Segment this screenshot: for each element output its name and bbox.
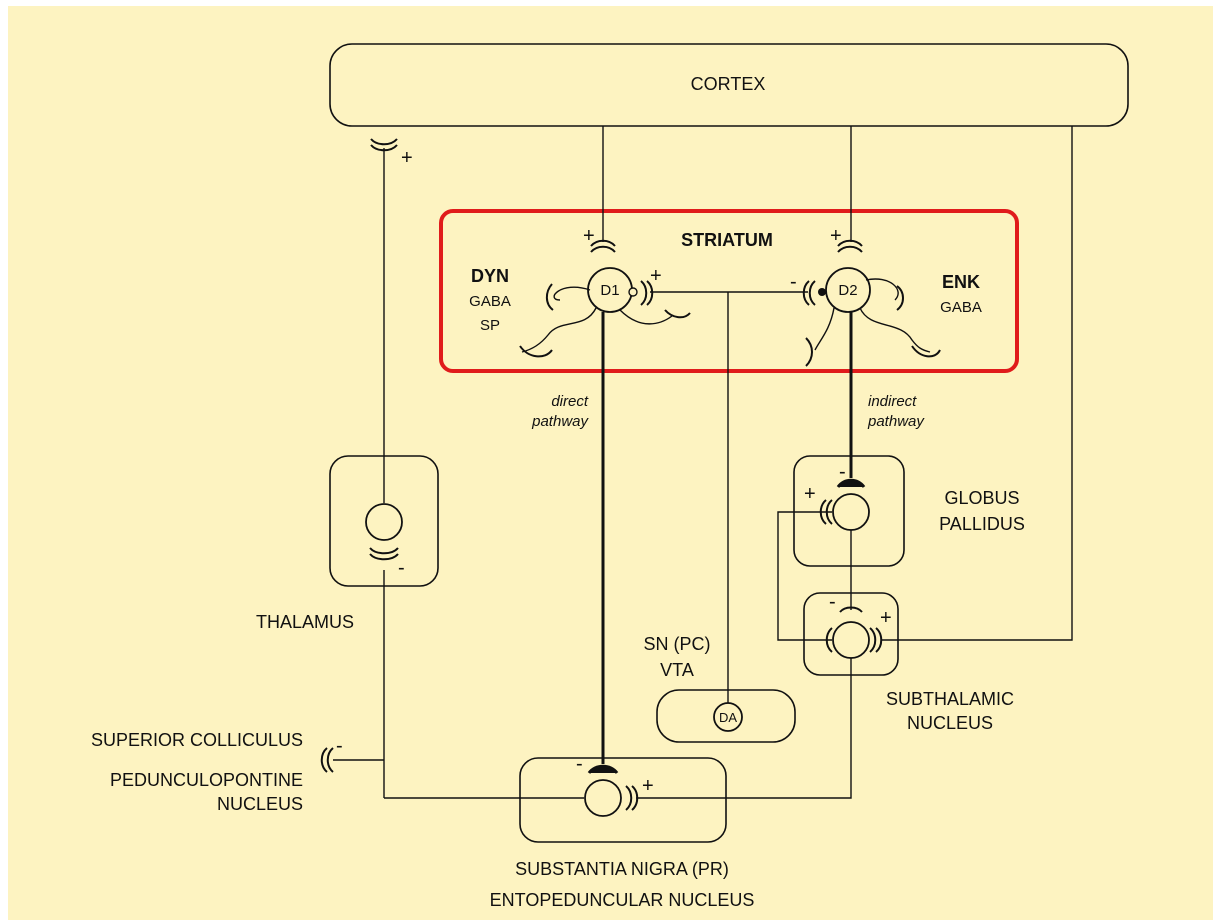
direct-pathway-label-1: direct bbox=[551, 393, 589, 410]
pedunculo-label-2: NUCLEUS bbox=[217, 794, 303, 814]
d1-transmitter-2: SP bbox=[480, 317, 500, 334]
d2-label: D2 bbox=[838, 282, 857, 299]
direct-pathway-label-2: pathway bbox=[531, 413, 589, 430]
indirect-pathway-label-2: pathway bbox=[867, 413, 925, 430]
sign-snpr-stn: + bbox=[642, 775, 654, 797]
d1-transmitter-1: GABA bbox=[469, 293, 511, 310]
stn-cell bbox=[833, 622, 869, 658]
d2-transmitter-1: GABA bbox=[940, 299, 982, 316]
thalamus-label: THALAMUS bbox=[256, 612, 354, 632]
stn-label-2: NUCLEUS bbox=[907, 713, 993, 733]
dyn-label: DYN bbox=[471, 266, 509, 286]
superior-label: SUPERIOR COLLICULUS bbox=[91, 730, 303, 750]
thalamus-synapse bbox=[370, 548, 398, 553]
sign-d2-da: - bbox=[790, 271, 797, 293]
thalamus-cell bbox=[366, 504, 402, 540]
sign-gp-in: - bbox=[839, 461, 846, 483]
snpr-label-2: ENTOPEDUNCULAR NUCLEUS bbox=[490, 890, 755, 910]
d1-label: D1 bbox=[600, 282, 619, 299]
snpr-box bbox=[520, 758, 726, 842]
sign-superior: - bbox=[336, 735, 343, 757]
snpc-label-1: SN (PC) bbox=[644, 634, 711, 654]
sign-d1-da: + bbox=[650, 265, 662, 287]
snpr-cell bbox=[585, 780, 621, 816]
indirect-pathway-label-1: indirect bbox=[868, 393, 917, 410]
globus-pallidus-box bbox=[794, 456, 904, 566]
sign-stn-cortex: + bbox=[880, 607, 892, 629]
gp-cell bbox=[833, 494, 869, 530]
gp-label-1: GLOBUS bbox=[944, 488, 1019, 508]
striatum-label: STRIATUM bbox=[681, 230, 773, 250]
cortex-label: CORTEX bbox=[691, 74, 766, 94]
snpc-label-2: VTA bbox=[660, 660, 694, 680]
snpr-label-1: SUBSTANTIA NIGRA (PR) bbox=[515, 859, 729, 879]
superior-synapse bbox=[328, 748, 333, 772]
sign-d1-cortex: + bbox=[583, 225, 595, 247]
sign-cortex-thalamus: + bbox=[401, 147, 413, 169]
sign-d2-cortex: + bbox=[830, 225, 842, 247]
gp-label-2: PALLIDUS bbox=[939, 514, 1025, 534]
enk-label: ENK bbox=[942, 272, 980, 292]
snpr-synapse bbox=[589, 766, 617, 773]
sign-snpr-in: - bbox=[576, 753, 583, 775]
stn-label-1: SUBTHALAMIC bbox=[886, 689, 1014, 709]
sign-stn-gp: - bbox=[829, 591, 836, 613]
sign-thalamus: - bbox=[398, 557, 405, 579]
pedunculo-label-1: PEDUNCULOPONTINE bbox=[110, 770, 303, 790]
da-label: DA bbox=[719, 710, 737, 725]
sign-gp-stn: + bbox=[804, 483, 816, 505]
cortex-thalamus-synapse bbox=[371, 139, 397, 144]
d2-neuron bbox=[804, 241, 940, 366]
